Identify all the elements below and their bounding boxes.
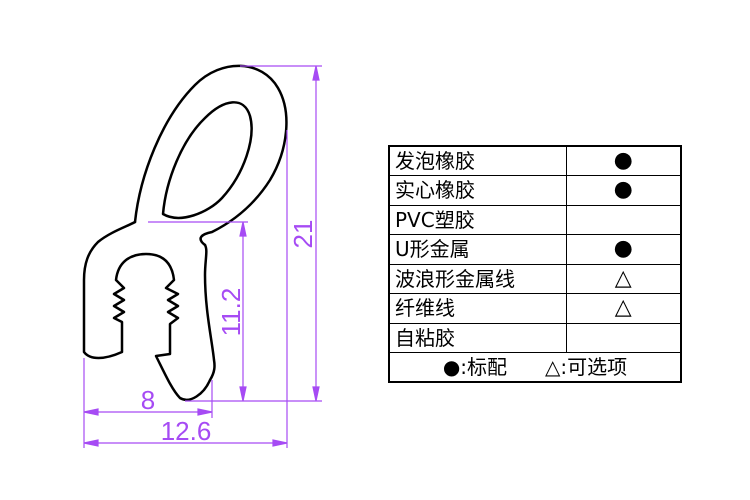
material-name: 发泡橡胶 bbox=[388, 145, 567, 176]
bulb-inner-outline bbox=[161, 101, 253, 219]
material-mark: ● bbox=[565, 175, 682, 206]
legend-standard: ●:标配 bbox=[442, 355, 508, 379]
table-row: U形金属 ● bbox=[388, 234, 682, 265]
arrow bbox=[239, 386, 247, 402]
table-row: 自粘胶 bbox=[388, 322, 682, 353]
material-name: 自粘胶 bbox=[388, 322, 567, 353]
table-row: PVC塑胶 bbox=[388, 204, 682, 235]
arrow bbox=[312, 386, 320, 402]
material-mark bbox=[565, 322, 682, 353]
u-channel-outline bbox=[82, 220, 216, 401]
arrow bbox=[272, 439, 288, 447]
material-mark bbox=[565, 204, 682, 235]
arrow bbox=[83, 408, 99, 416]
table-row: 实心橡胶 ● bbox=[388, 175, 682, 206]
arrow bbox=[83, 439, 99, 447]
legend-row: ●:标配 △:可选项 bbox=[388, 352, 682, 383]
material-name: U形金属 bbox=[388, 234, 567, 265]
table-row: 发泡橡胶 ● bbox=[388, 145, 682, 176]
bulb-outer-outline bbox=[133, 64, 288, 247]
legend-cell: ●:标配 △:可选项 bbox=[388, 352, 682, 383]
material-table: 发泡橡胶 ● 实心橡胶 ● PVC塑胶 U形金属 ● 波浪形金属线 △ 纤维线 … bbox=[388, 145, 682, 383]
dim-label-height-base: 11.2 bbox=[216, 288, 246, 337]
dimension-lines bbox=[83, 65, 322, 448]
arrow bbox=[312, 65, 320, 81]
dim-label-width-inner: 8 bbox=[141, 385, 155, 415]
material-mark: △ bbox=[565, 293, 682, 324]
material-name: 波浪形金属线 bbox=[388, 263, 567, 294]
material-name: 纤维线 bbox=[388, 293, 567, 324]
dim-label-height-total: 21 bbox=[288, 220, 318, 249]
material-name: 实心橡胶 bbox=[388, 175, 567, 206]
legend-optional: △:可选项 bbox=[545, 355, 628, 379]
dim-label-width-total: 12.6 bbox=[161, 416, 212, 446]
material-mark: △ bbox=[565, 263, 682, 294]
arrow bbox=[239, 221, 247, 237]
material-name: PVC塑胶 bbox=[388, 204, 567, 235]
material-mark: ● bbox=[565, 234, 682, 265]
table-row: 纤维线 △ bbox=[388, 293, 682, 324]
arrow bbox=[197, 408, 213, 416]
table-row: 波浪形金属线 △ bbox=[388, 263, 682, 294]
material-mark: ● bbox=[565, 145, 682, 176]
seal-profile bbox=[82, 64, 288, 401]
